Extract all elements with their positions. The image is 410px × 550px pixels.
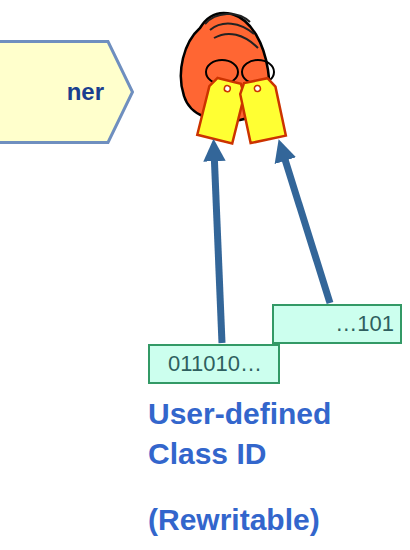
object-shading (205, 14, 258, 48)
pentagon-fill (0, 42, 133, 143)
pointer-arrow (214, 150, 222, 343)
tag (238, 77, 286, 143)
class-id-box: 011010… (148, 344, 280, 384)
class-id-bits: 011010… (168, 351, 262, 377)
class-id-box: …101 (272, 304, 402, 344)
tag (197, 77, 246, 144)
container-label: ner (67, 78, 104, 106)
note-label: (Rewritable) (148, 500, 398, 540)
class-id-bits: …101 (335, 311, 394, 337)
container-arrow: ner (0, 40, 134, 144)
pointer-arrow (282, 150, 330, 303)
caption-label: User-defined Class ID (148, 394, 398, 474)
